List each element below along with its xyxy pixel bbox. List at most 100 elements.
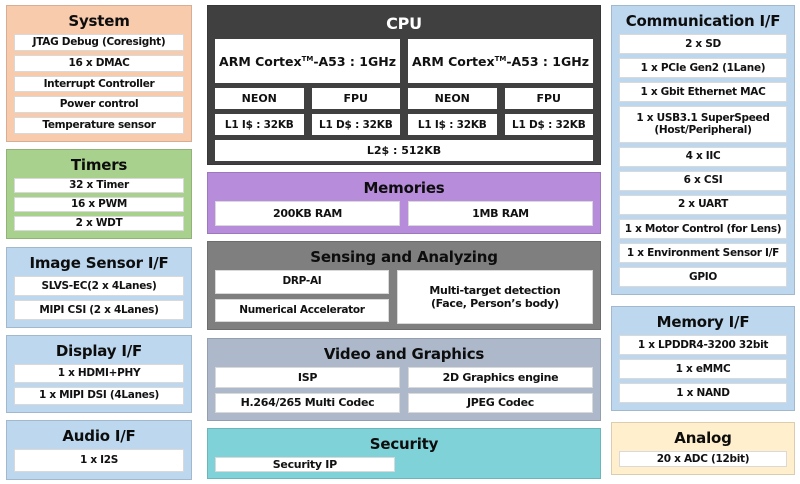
cpu-unit-row: NEON FPU NEON FPU [215, 88, 593, 109]
block-security-items: Security IP [215, 457, 593, 473]
block-sensing-title: Sensing and Analyzing [310, 248, 498, 266]
block-communication-items: 2 x SD 1 x PCIe Gen2 (1Lane) 1 x Gbit Et… [619, 34, 787, 288]
cpu-unit-box: FPU [311, 88, 400, 109]
block-communication-title: Communication I/F [625, 12, 781, 30]
usb-line2: (Host/Peripheral) [654, 124, 752, 137]
block-cpu: CPU ARM CortexTM-A53 : 1GHz ARM CortexTM… [207, 5, 601, 165]
center-column: CPU ARM CortexTM-A53 : 1GHz ARM CortexTM… [207, 5, 601, 479]
block-analog-title: Analog [674, 429, 732, 447]
block-video-graphics: Video and Graphics ISP 2D Graphics engin… [207, 338, 601, 421]
cpu-l2-cache-box: L2$ : 512KB [215, 140, 593, 161]
diagram-item: Security IP [215, 457, 395, 473]
block-system-items: JTAG Debug (Coresight) 16 x DMAC Interru… [14, 34, 184, 134]
diagram-item: 1 x LPDDR4-3200 32bit [619, 335, 787, 355]
diagram-item: 4 x IIC [619, 146, 787, 167]
block-sensing-analyzing: Sensing and Analyzing DRP-AI Numerical A… [207, 241, 601, 330]
cpu-core-row: ARM CortexTM-A53 : 1GHz ARM CortexTM-A53… [215, 39, 593, 83]
cpu-core-label: ARM CortexTM-A53 : 1GHz [219, 53, 396, 69]
block-memory-if-title: Memory I/F [656, 313, 750, 331]
diagram-item: 1 x I2S [14, 449, 184, 472]
block-memory-if: Memory I/F 1 x LPDDR4-3200 32bit 1 x eMM… [611, 306, 795, 411]
diagram-item: 1 x Environment Sensor I/F [619, 242, 787, 263]
block-memory-if-items: 1 x LPDDR4-3200 32bit 1 x eMMC 1 x NAND [619, 335, 787, 403]
block-audio-items: 1 x I2S [14, 449, 184, 472]
cpu-l1-row: L1 I$ : 32KB L1 D$ : 32KB L1 I$ : 32KB L… [215, 114, 593, 135]
block-sensing-content: DRP-AI Numerical Accelerator Multi-targe… [215, 270, 593, 324]
block-security-title: Security [369, 435, 439, 453]
block-image-sensor-title: Image Sensor I/F [29, 254, 169, 272]
multi-target-line1: Multi-target detection [429, 283, 561, 297]
diagram-item: 1 x HDMI+PHY [14, 364, 184, 383]
diagram-item: 1 x PCIe Gen2 (1Lane) [619, 58, 787, 79]
diagram-item: 16 x DMAC [14, 54, 184, 72]
diagram-item: Temperature sensor [14, 117, 184, 134]
block-memories-title: Memories [363, 179, 445, 197]
usb-line1: 1 x USB3.1 SuperSpeed [636, 111, 770, 124]
block-video-items: ISP 2D Graphics engine H.264/265 Multi C… [215, 367, 593, 413]
block-analog-items: 20 x ADC (12bit) [619, 451, 787, 467]
block-video-title: Video and Graphics [323, 345, 485, 363]
cpu-core-label: ARM CortexTM-A53 : 1GHz [412, 53, 589, 69]
block-display-if: Display I/F 1 x HDMI+PHY 1 x MIPI DSI (4… [6, 335, 192, 413]
block-system-title: System [68, 12, 130, 30]
block-audio-title: Audio I/F [62, 427, 136, 445]
block-analog: Analog 20 x ADC (12bit) [611, 422, 795, 475]
block-system: System JTAG Debug (Coresight) 16 x DMAC … [6, 5, 192, 142]
cpu-l1-cache-box: L1 D$ : 32KB [311, 114, 400, 135]
block-cpu-title: CPU [386, 14, 422, 33]
block-audio-if: Audio I/F 1 x I2S [6, 420, 192, 480]
block-memories-items: 200KB RAM 1MB RAM [215, 201, 593, 226]
diagram-item: GPIO [619, 266, 787, 288]
block-image-sensor-if: Image Sensor I/F SLVS-EC(2 x 4Lanes) MIP… [6, 247, 192, 328]
diagram-item: SLVS-EC(2 x 4Lanes) [14, 276, 184, 296]
diagram-item: 1 x Gbit Ethernet MAC [619, 82, 787, 103]
diagram-item: 2D Graphics engine [408, 367, 593, 388]
diagram-item: 1 x USB3.1 SuperSpeed (Host/Peripheral) [619, 106, 787, 143]
block-image-sensor-items: SLVS-EC(2 x 4Lanes) MIPI CSI (2 x 4Lanes… [14, 276, 184, 320]
diagram-item: Interrupt Controller [14, 75, 184, 93]
diagram-item: 1MB RAM [408, 201, 593, 226]
diagram-item: 2 x UART [619, 194, 787, 215]
block-security: Security Security IP [207, 428, 601, 479]
diagram-item: 16 x PWM [14, 197, 184, 212]
block-display-title: Display I/F [55, 342, 143, 360]
cpu-unit-box: NEON [408, 88, 497, 109]
left-column: System JTAG Debug (Coresight) 16 x DMAC … [6, 5, 192, 480]
block-timers-title: Timers [70, 156, 128, 174]
diagram-item: 200KB RAM [215, 201, 400, 226]
diagram-item: 2 x WDT [14, 216, 184, 231]
diagram-item: 2 x SD [619, 34, 787, 55]
right-column: Communication I/F 2 x SD 1 x PCIe Gen2 (… [611, 5, 795, 475]
diagram-item: 1 x eMMC [619, 359, 787, 379]
diagram-item: 1 x MIPI DSI (4Lanes) [14, 386, 184, 405]
sensing-left-items: DRP-AI Numerical Accelerator [215, 270, 389, 322]
diagram-item: JPEG Codec [408, 392, 593, 413]
cpu-unit-box: NEON [215, 88, 304, 109]
cpu-l2-row: L2$ : 512KB [215, 140, 593, 161]
block-timers-items: 32 x Timer 16 x PWM 2 x WDT [14, 178, 184, 231]
diagram-item: JTAG Debug (Coresight) [14, 34, 184, 51]
diagram-item: H.264/265 Multi Codec [215, 392, 400, 413]
block-communication-if: Communication I/F 2 x SD 1 x PCIe Gen2 (… [611, 5, 795, 295]
cpu-core-box: ARM CortexTM-A53 : 1GHz [408, 39, 593, 83]
cpu-core-box: ARM CortexTM-A53 : 1GHz [215, 39, 400, 83]
cpu-unit-box: FPU [504, 88, 593, 109]
diagram-item: Multi-target detection (Face, Person’s b… [396, 270, 593, 324]
diagram-item: MIPI CSI (2 x 4Lanes) [14, 300, 184, 320]
diagram-item: Power control [14, 96, 184, 114]
sensing-right-item: Multi-target detection (Face, Person’s b… [396, 270, 593, 324]
block-memories: Memories 200KB RAM 1MB RAM [207, 172, 601, 234]
block-timers: Timers 32 x Timer 16 x PWM 2 x WDT [6, 149, 192, 239]
diagram-item: 1 x Motor Control (for Lens) [619, 218, 787, 239]
cpu-l1-cache-box: L1 I$ : 32KB [215, 114, 304, 135]
multi-target-line2: (Face, Person’s body) [430, 297, 559, 310]
diagram-item: 1 x NAND [619, 383, 787, 403]
diagram-item: Numerical Accelerator [215, 298, 389, 322]
block-display-items: 1 x HDMI+PHY 1 x MIPI DSI (4Lanes) [14, 364, 184, 405]
cpu-l1-cache-box: L1 I$ : 32KB [408, 114, 497, 135]
diagram-item: 6 x CSI [619, 170, 787, 191]
diagram-item: 20 x ADC (12bit) [619, 451, 787, 467]
cpu-l1-cache-box: L1 D$ : 32KB [504, 114, 593, 135]
diagram-item: ISP [215, 367, 400, 388]
